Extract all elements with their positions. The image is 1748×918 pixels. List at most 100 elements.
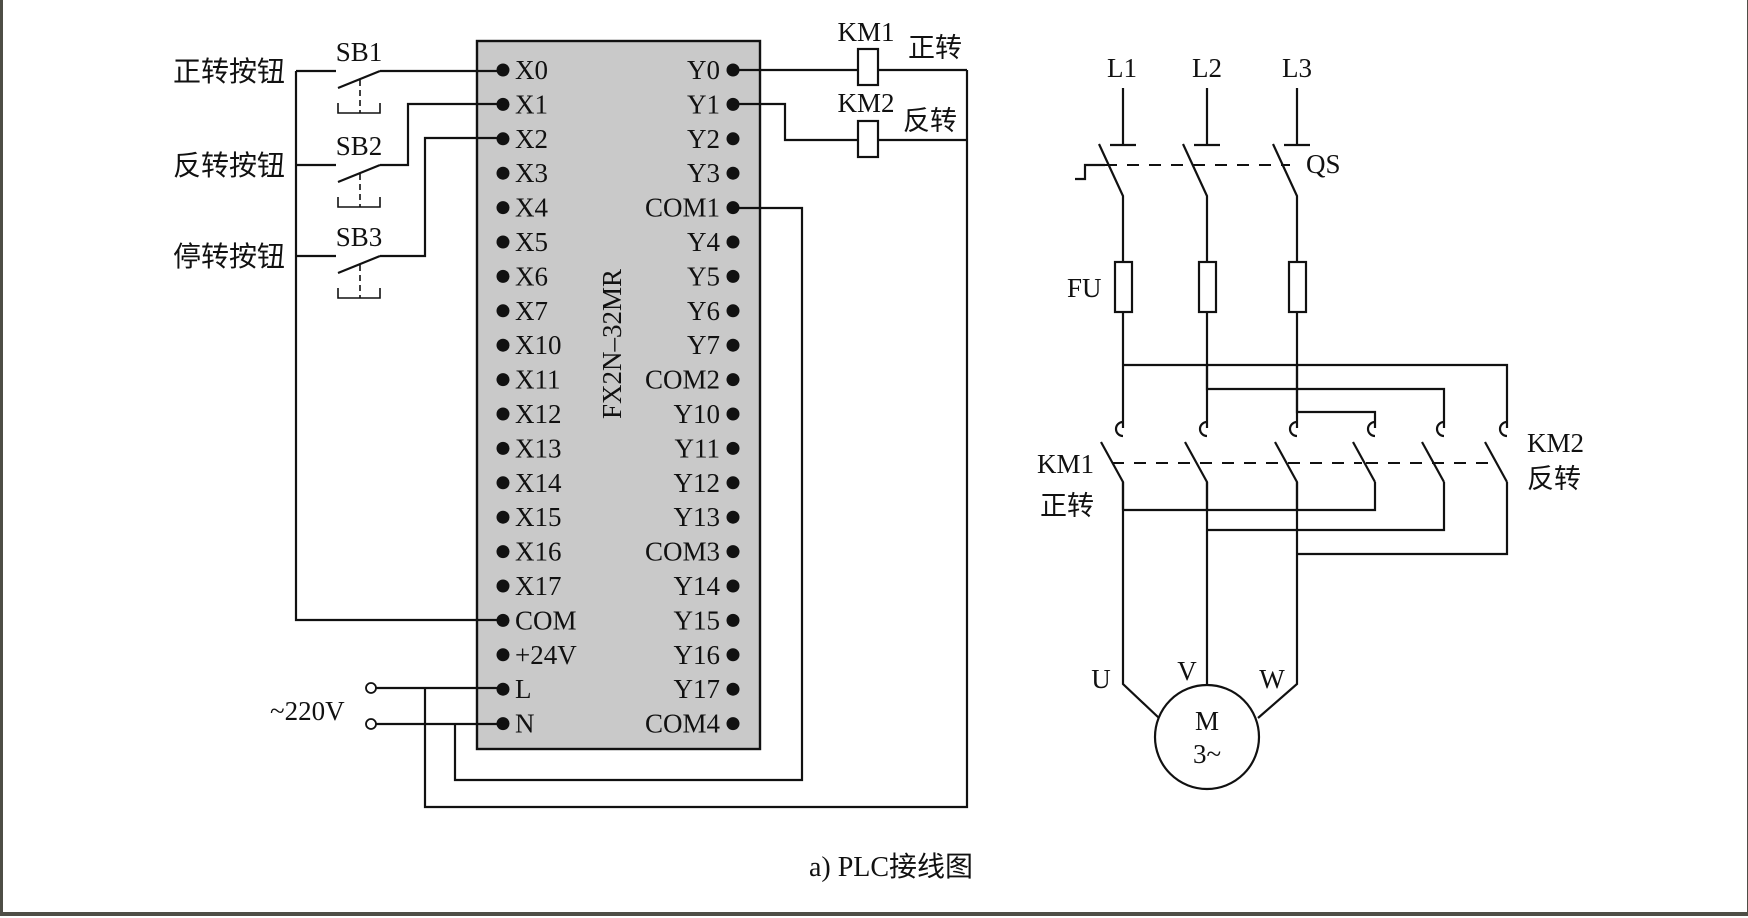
switch-label: SB2: [336, 131, 383, 161]
pin-dot-y5: [726, 269, 740, 283]
pin-label: +24V: [515, 640, 577, 670]
pin-label: Y5: [687, 261, 720, 291]
plc-module: [475, 39, 762, 751]
qs-contact: [1272, 143, 1299, 255]
figure-caption: a) PLC接线图: [809, 851, 973, 883]
pin-dot-x16: [496, 545, 510, 559]
pin-label: X12: [515, 399, 562, 429]
qs-handle: [1075, 163, 1105, 181]
pin-label: Y15: [674, 605, 721, 635]
qs-contact: [1182, 143, 1209, 255]
pin-dot-com3: [726, 545, 740, 559]
coil-km2-desc: 反转: [903, 106, 957, 136]
pin-dot-y17: [726, 682, 740, 696]
pin-label: Y0: [687, 55, 720, 85]
terminal-n: [365, 718, 377, 730]
wire-sb3-x2: [380, 136, 503, 258]
wire-y1-km2: [733, 102, 858, 142]
km1-main-label: KM1: [1037, 449, 1094, 479]
pin-label: Y12: [674, 468, 721, 498]
pin-label: X11: [515, 365, 561, 395]
km1-main-desc: 正转: [1040, 491, 1094, 521]
pin-label: Y14: [674, 571, 721, 601]
supply-line: [1194, 88, 1220, 147]
coil-km1-label: KM1: [837, 17, 894, 47]
pin-dot-y6: [726, 304, 740, 318]
pin-dot-x15: [496, 510, 510, 524]
pin-label: X0: [515, 55, 548, 85]
pin-label: Y3: [687, 158, 720, 188]
rev-l2-to-v: [1207, 482, 1446, 532]
fuse: [1113, 260, 1134, 314]
pin-label: X7: [515, 296, 548, 326]
pin-dot-x14: [496, 476, 510, 490]
pin-label: X17: [515, 571, 562, 601]
pin-label: L: [515, 674, 532, 704]
km1-contact: [1274, 441, 1299, 510]
plc-model-label: FX2N–32MR: [597, 269, 627, 419]
pin-dot-y7: [726, 338, 740, 352]
pin-label: Y4: [687, 227, 720, 257]
input-common-bus: [294, 71, 503, 622]
supply-line: [1284, 88, 1310, 147]
coil-km2: [856, 119, 880, 159]
button-label: 反转按钮: [173, 150, 285, 182]
pin-label: COM4: [645, 709, 721, 739]
pin-dot-x11: [496, 373, 510, 387]
pin-label: COM3: [645, 537, 720, 567]
pin-dot-x12: [496, 407, 510, 421]
pin-label: Y2: [687, 124, 720, 154]
km2-main-desc: 反转: [1527, 464, 1581, 494]
pin-label: COM1: [645, 193, 720, 223]
pin-dot-com4: [726, 717, 740, 731]
fu-label: FU: [1067, 273, 1102, 303]
pin-dot-y16: [726, 648, 740, 662]
main-circuit: [1075, 88, 1509, 719]
motor-v-label: V: [1177, 656, 1197, 686]
power-label: ~220V: [270, 696, 345, 726]
pin-label: Y16: [674, 640, 721, 670]
motor-w-line: [1257, 482, 1299, 719]
pin-dot-y11: [726, 441, 740, 455]
pin-dot-x17: [496, 579, 510, 593]
pin-dot-x4: [496, 201, 510, 215]
pin-label: Y11: [675, 433, 721, 463]
pin-dot-x7: [496, 304, 510, 318]
pin-dot-y4: [726, 235, 740, 249]
km1-contact: [1100, 441, 1125, 510]
pin-dot-x3: [496, 166, 510, 180]
push-button-sb2: SB2 反转按钮: [173, 131, 383, 208]
coil-km1: [856, 47, 880, 87]
motor-label: M: [1195, 706, 1219, 736]
rev-l1-to-w: [1297, 482, 1509, 556]
pin-label: Y6: [687, 296, 720, 326]
button-label: 正转按钮: [173, 56, 285, 88]
switch-label: SB3: [336, 222, 383, 252]
terminal-l: [365, 682, 377, 694]
main-l2-label: L2: [1192, 53, 1222, 83]
pin-label: X3: [515, 158, 548, 188]
motor-u-label: U: [1091, 664, 1111, 694]
motor-u-line: [1121, 482, 1160, 719]
contact-arc: [1435, 420, 1445, 438]
pin-label: X15: [515, 502, 562, 532]
main-l3-label: L3: [1282, 53, 1312, 83]
qs-mechanical-link: [1075, 164, 1290, 180]
km2-contact: [1484, 441, 1508, 483]
bus-l3: [1295, 365, 1377, 428]
pin-dot-y3: [726, 166, 740, 180]
pin-label: X1: [515, 89, 548, 119]
motor-sub-label: 3~: [1193, 739, 1221, 769]
pin-label: Y13: [674, 502, 721, 532]
pin-label: X2: [515, 124, 548, 154]
pin-dot-x5: [496, 235, 510, 249]
main-l1-label: L1: [1107, 53, 1137, 83]
qs-label: QS: [1306, 149, 1341, 179]
pin-dot-com2: [726, 373, 740, 387]
pin-label: X13: [515, 433, 562, 463]
pin-label: X14: [515, 468, 562, 498]
